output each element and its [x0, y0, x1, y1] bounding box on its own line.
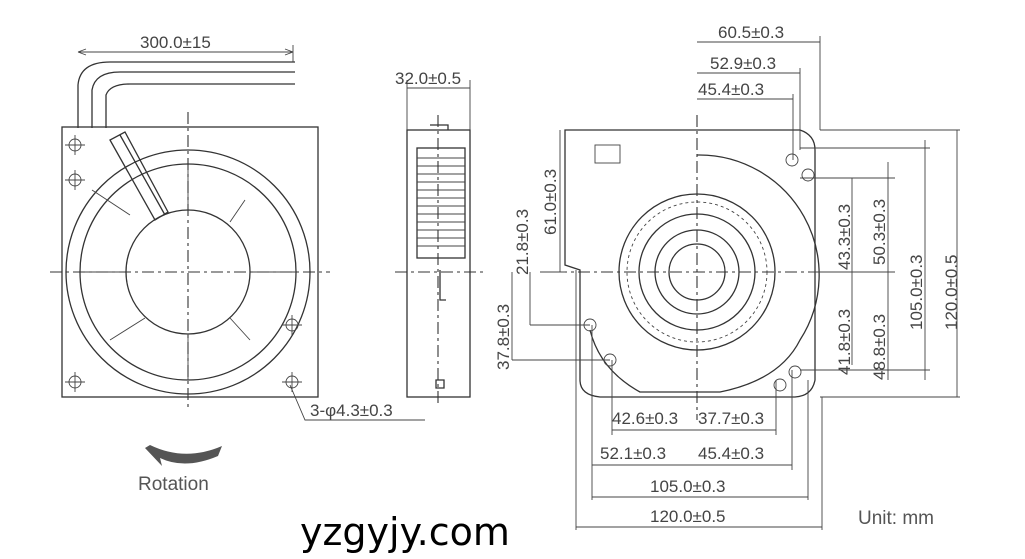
dim-top-60-5: 60.5±0.3 — [718, 23, 784, 42]
dim-bottom-120-0: 120.0±0.5 — [650, 507, 726, 526]
dim-bottom-105-0: 105.0±0.3 — [650, 477, 726, 496]
dim-top-45-4: 45.4±0.3 — [698, 80, 764, 99]
rotation-label: Rotation — [138, 474, 209, 495]
left-view: 300.0±15 3-φ4.3±0.3 Rotation — [50, 33, 425, 495]
unit-label: Unit: mm — [858, 508, 934, 529]
dim-bottom-45-4: 45.4±0.3 — [698, 444, 764, 463]
thickness-dimension: 32.0±0.5 — [395, 69, 461, 88]
dim-right-120-0: 120.0±0.5 — [942, 254, 961, 330]
side-view: 32.0±0.5 — [395, 69, 485, 405]
watermark: yzgyjy.com — [300, 510, 510, 554]
rotation-arrow-icon — [145, 445, 222, 466]
dim-bottom-52-1: 52.1±0.3 — [600, 444, 666, 463]
cable-length-dimension: 300.0±15 — [140, 33, 211, 52]
dim-right-105-0: 105.0±0.3 — [907, 254, 926, 330]
front-view: 60.5±0.3 52.9±0.3 45.4±0.3 43.3±0.3 41.8… — [494, 23, 961, 530]
dim-bottom-42-6: 42.6±0.3 — [612, 409, 678, 428]
dim-right-48-8: 48.8±0.3 — [870, 314, 889, 380]
dim-left-37-8: 37.8±0.3 — [494, 304, 513, 370]
mounting-holes-dimension: 3-φ4.3±0.3 — [310, 401, 393, 420]
dim-right-50-3: 50.3±0.3 — [870, 199, 889, 265]
dim-right-43-3: 43.3±0.3 — [835, 204, 854, 270]
dim-top-52-9: 52.9±0.3 — [710, 54, 776, 73]
dim-left-21-8: 21.8±0.3 — [513, 209, 532, 275]
dim-right-41-8: 41.8±0.3 — [835, 309, 854, 375]
dim-left-61-0: 61.0±0.3 — [541, 169, 560, 235]
dim-bottom-37-7: 37.7±0.3 — [698, 409, 764, 428]
